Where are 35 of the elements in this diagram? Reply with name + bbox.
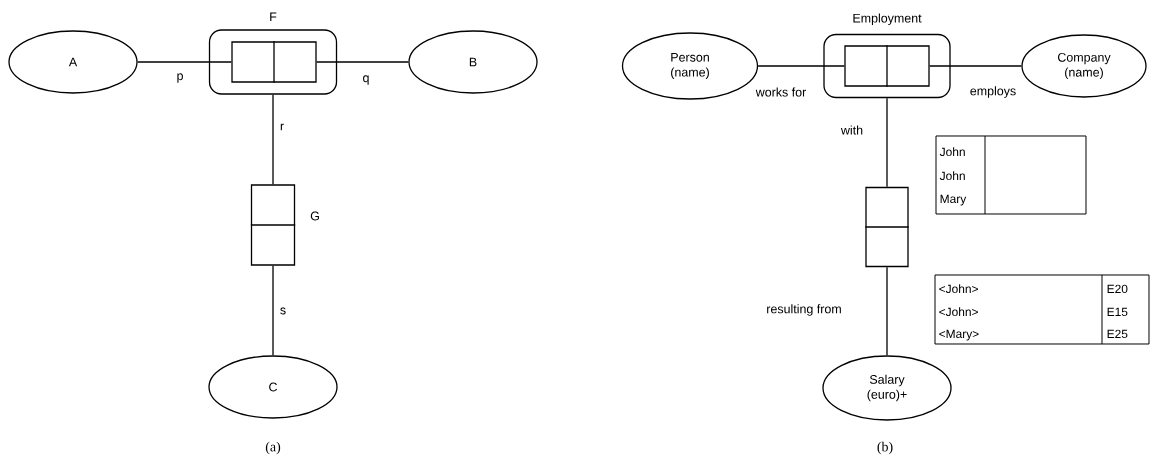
- node-label: Employment: [853, 13, 922, 26]
- connector-line: [272, 94, 274, 185]
- connector-line: [137, 61, 232, 63]
- node-label: F: [270, 12, 277, 22]
- connector-line: [886, 266, 888, 356]
- connector-line: [316, 61, 409, 63]
- edge-label: with: [839, 124, 865, 136]
- connector-line: [886, 97, 888, 188]
- fact-box: Employment: [823, 13, 951, 99]
- edge-label: employs: [968, 85, 1018, 99]
- table-cell: E15: [1107, 307, 1128, 317]
- role-box: [864, 186, 910, 268]
- fact-box: F: [208, 12, 338, 95]
- edge-label: r: [278, 122, 286, 132]
- caption: (a): [265, 441, 281, 455]
- role-box: [844, 44, 930, 88]
- table-cell: <John>: [939, 307, 978, 317]
- caption: (b): [877, 441, 893, 455]
- edge-label: q: [361, 74, 371, 86]
- table-cell: <John>: [939, 284, 978, 294]
- node-label: G: [310, 211, 319, 221]
- table-cell: John: [939, 171, 965, 181]
- connector-line: [272, 265, 274, 356]
- table-cell: <Mary>: [939, 329, 979, 341]
- table-cell: Mary: [940, 194, 967, 206]
- connector-line: [929, 65, 1022, 67]
- connector-line: [757, 65, 845, 67]
- table-cell: John: [939, 147, 965, 157]
- edge-label: p: [175, 72, 185, 84]
- table-cell: E25: [1107, 329, 1128, 339]
- edge-label: resulting from: [765, 303, 843, 317]
- edge-label: s: [278, 306, 288, 316]
- role-box: [250, 184, 296, 266]
- role-box: [231, 40, 317, 84]
- table-cell: E20: [1107, 284, 1128, 294]
